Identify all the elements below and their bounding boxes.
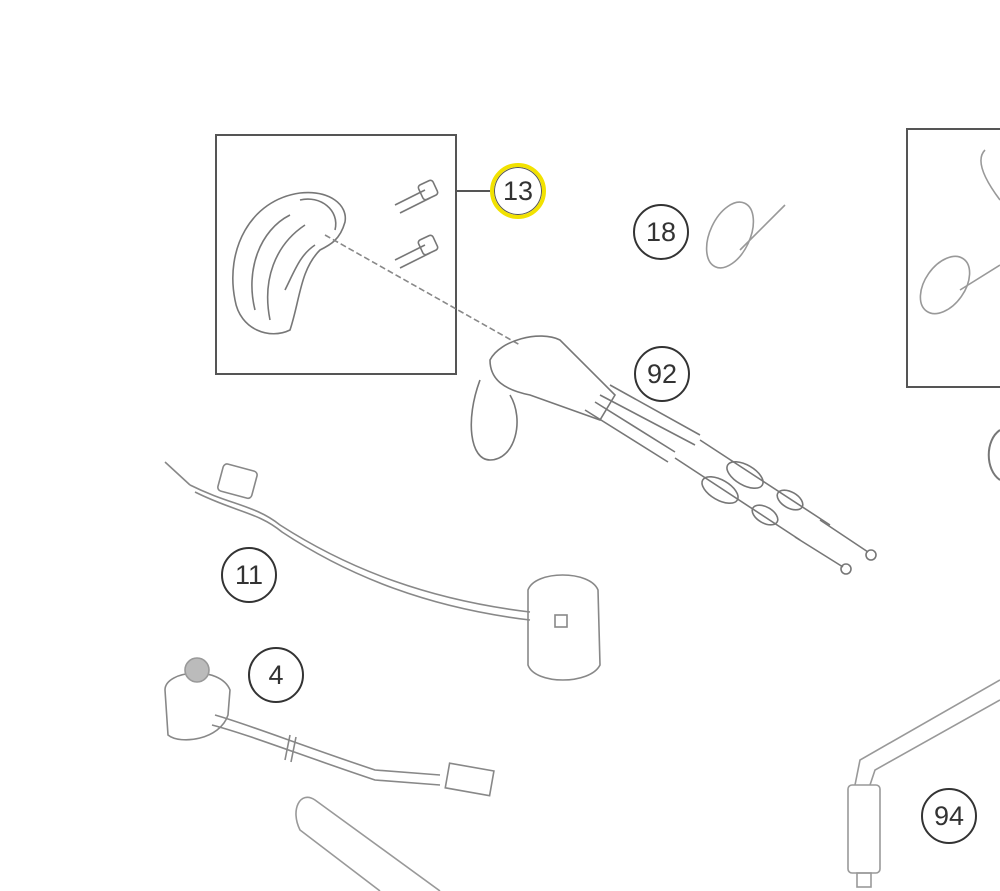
- switch-harness-part[interactable]: [164, 461, 601, 681]
- callout-18[interactable]: 18: [633, 204, 689, 260]
- clamp-housing-part[interactable]: [232, 191, 347, 335]
- part-group-box-13: [215, 134, 457, 375]
- callout-11[interactable]: 11: [221, 547, 277, 603]
- handlebar-grip-part[interactable]: [295, 796, 441, 891]
- cable-tie-part[interactable]: [697, 195, 786, 275]
- callout-94[interactable]: 94: [921, 788, 977, 844]
- callout-13[interactable]: 13: [490, 163, 546, 219]
- part-group-box-right: [906, 128, 1000, 388]
- callout-4[interactable]: 4: [248, 647, 304, 703]
- callout-92[interactable]: 92: [634, 346, 690, 402]
- handlebar-bar-part[interactable]: [847, 679, 1000, 888]
- bolt-part[interactable]: [394, 179, 439, 269]
- throttle-cable-assembly-part[interactable]: [470, 335, 877, 575]
- switch-button-part[interactable]: [164, 657, 495, 797]
